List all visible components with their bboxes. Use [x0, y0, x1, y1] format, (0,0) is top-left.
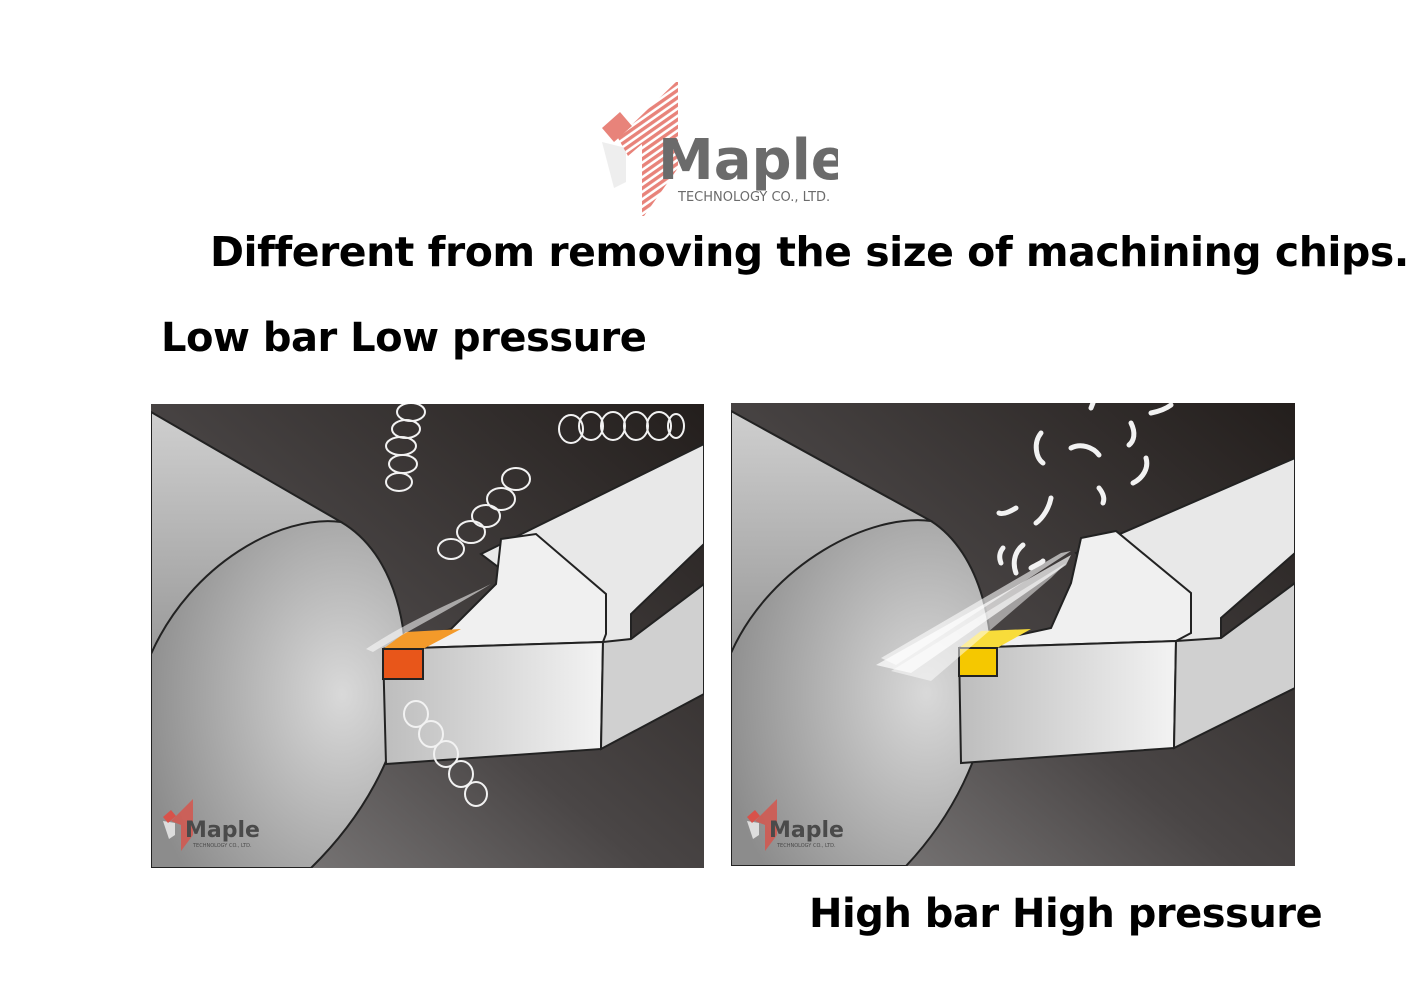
cutting-insert: [382, 648, 424, 680]
insert-top: [383, 629, 461, 649]
high-pressure-label: High bar High pressure: [809, 891, 1323, 937]
svg-text:Maple: Maple: [769, 818, 844, 843]
low-pressure-illustration: Maple TECHNOLOGY CO., LTD.: [150, 402, 705, 869]
low-pressure-label: Low bar Low pressure: [161, 315, 647, 361]
insert-top: [959, 629, 1031, 648]
workpiece-face: [730, 519, 993, 867]
broken-chips: [996, 400, 1174, 576]
cutting-insert: [958, 647, 998, 677]
svg-text:TECHNOLOGY CO., LTD.: TECHNOLOGY CO., LTD.: [776, 843, 836, 849]
tool-top: [382, 532, 607, 650]
logo-name: Maple: [658, 128, 838, 193]
svg-text:TECHNOLOGY CO., LTD.: TECHNOLOGY CO., LTD.: [192, 843, 252, 849]
watermark-logo: Maple TECHNOLOGY CO., LTD.: [163, 799, 260, 851]
logo-subtitle: TECHNOLOGY CO., LTD.: [677, 190, 830, 205]
curled-chips: [385, 402, 685, 807]
maple-logo: Maple TECHNOLOGY CO., LTD.: [602, 82, 838, 216]
high-pressure-illustration: Maple TECHNOLOGY CO., LTD.: [730, 400, 1296, 867]
svg-text:Maple: Maple: [185, 818, 260, 843]
coolant-jet: [366, 584, 491, 652]
page-title: Different from removing the size of mach…: [210, 228, 1409, 276]
coolant-jet: [876, 551, 1071, 681]
workpiece-face: [150, 520, 407, 869]
tool-top: [958, 529, 1192, 649]
watermark-logo: Maple TECHNOLOGY CO., LTD.: [747, 799, 844, 851]
